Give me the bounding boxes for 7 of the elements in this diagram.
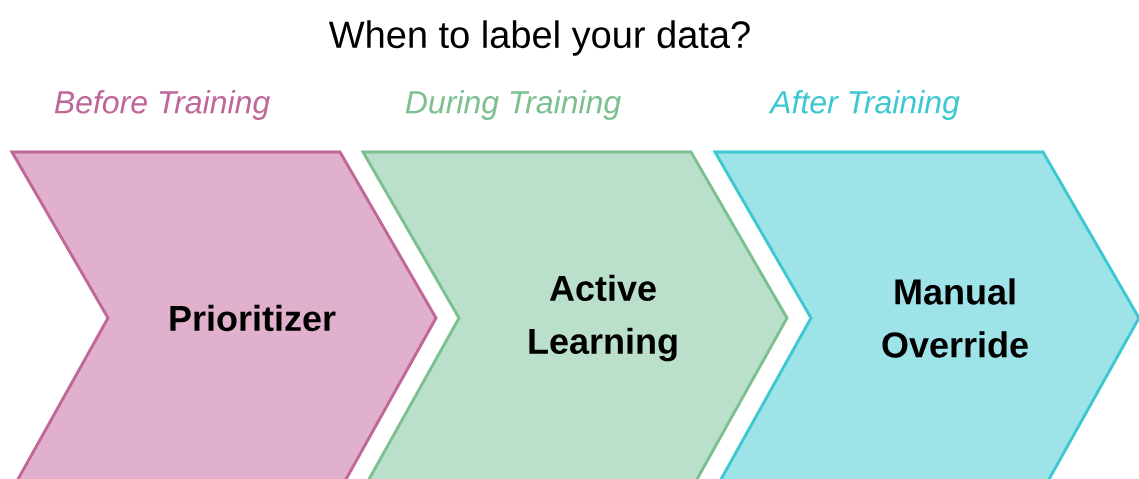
title: When to label your data? [328, 20, 750, 56]
chevron-step: Prioritizer [9, 150, 438, 479]
chevron-step: Active Learning [360, 150, 789, 479]
stage-heading: During Training [405, 90, 621, 120]
stage-heading: After Training [768, 90, 960, 120]
stage-heading: Before Training [54, 90, 270, 120]
chevron-step: Manual Override [712, 150, 1139, 479]
